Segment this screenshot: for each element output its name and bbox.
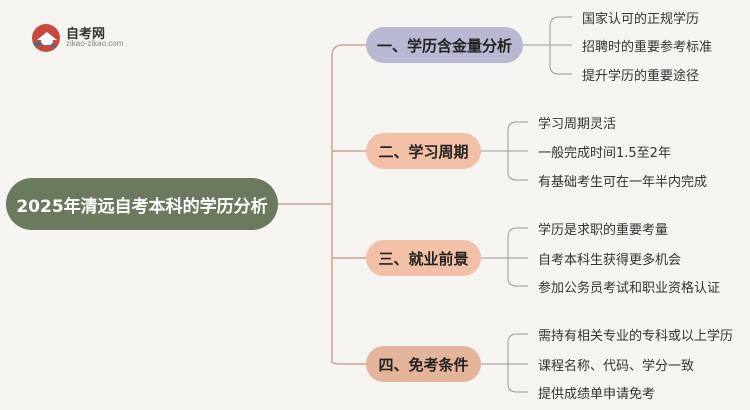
- leaf-node: 提供成绩单申请免考: [538, 387, 656, 402]
- leaf-node: 提升学历的重要途径: [582, 69, 700, 84]
- branch-node-1: 一、学历含金量分析: [366, 27, 523, 63]
- branch-4-connector: [481, 333, 528, 393]
- leaf-node: 国家认可的正规学历: [582, 12, 700, 27]
- logo-title: 自考网: [66, 27, 106, 42]
- site-logo[interactable]: 自考网 zikao-zikao.com: [28, 20, 148, 52]
- branch-3-connector: [481, 227, 528, 287]
- trunk-line: [331, 44, 366, 365]
- graduation-cap-icon: [32, 24, 60, 52]
- branch-node-3: 三、就业前景: [366, 240, 481, 276]
- leaf-node: 学习周期灵活: [538, 117, 617, 132]
- branch-node-2: 二、学习周期: [366, 133, 481, 169]
- branch-node-4: 四、免考条件: [366, 346, 481, 382]
- leaf-node: 需持有相关专业的专科或以上学历: [538, 329, 734, 344]
- logo-url: zikao-zikao.com: [66, 39, 124, 48]
- leaf-node: 一般完成时间1.5至2年: [538, 146, 671, 161]
- branch-1-connector: [523, 16, 572, 75]
- leaf-node: 有基础考生可在一年半内完成: [538, 175, 708, 190]
- root-node: 2025年清远自考本科的学历分析: [6, 178, 278, 230]
- branch-2-connector: [481, 121, 528, 181]
- leaf-node: 自考本科生获得更多机会: [538, 253, 682, 268]
- leaf-node: 参加公务员考试和职业资格认证: [538, 281, 721, 296]
- leaf-node: 招聘时的重要参考标准: [582, 40, 713, 55]
- leaf-node: 课程名称、代码、学分一致: [538, 359, 695, 374]
- leaf-node: 学历是求职的重要考量: [538, 223, 669, 238]
